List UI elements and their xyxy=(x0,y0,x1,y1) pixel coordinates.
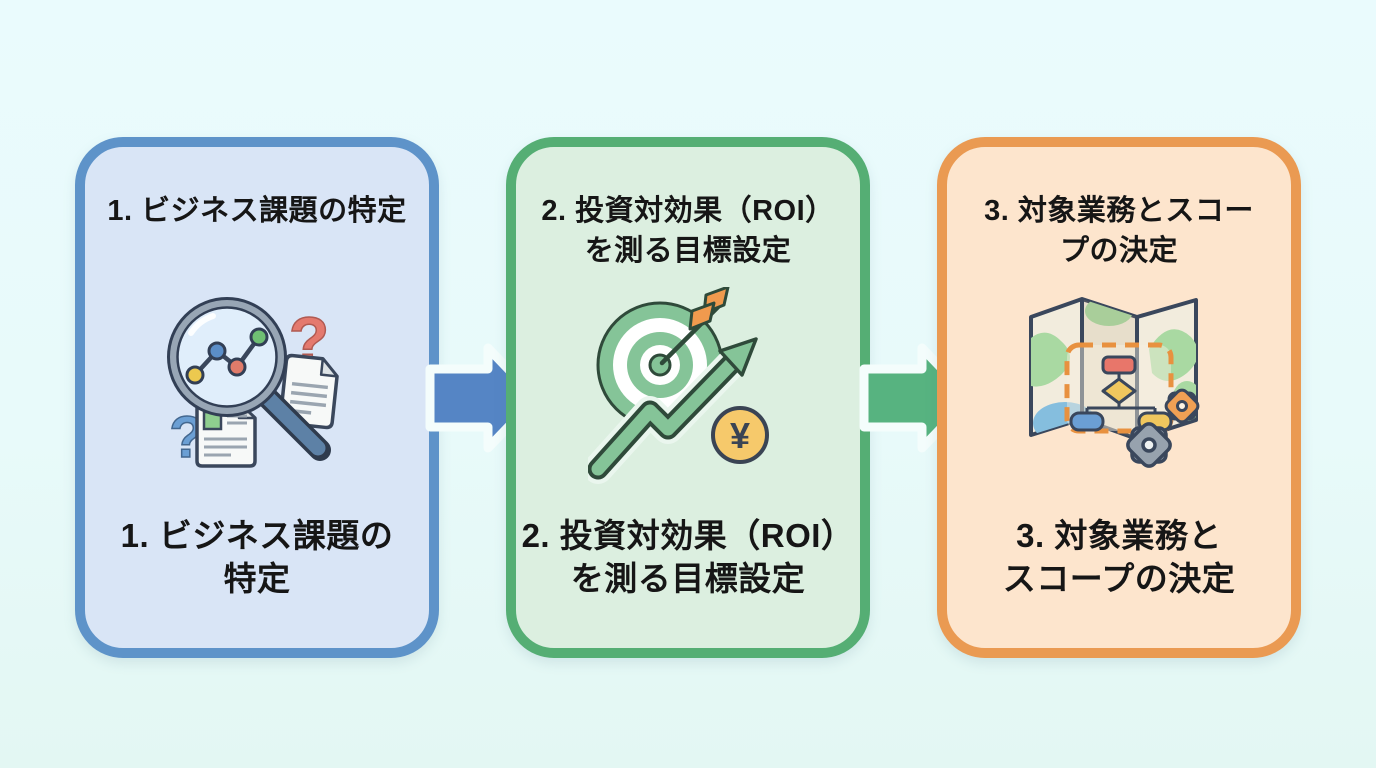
magnifier-chart-analysis-icon: ? ? xyxy=(167,297,339,471)
step-1-title: 1. ビジネス課題の特定 xyxy=(107,195,407,227)
magnifier-handle xyxy=(258,388,331,461)
step-3-title: 3. 対象業務とスコー プの決定 xyxy=(984,195,1254,268)
step-1-card: 1. ビジネス課題の特定 ? ? xyxy=(75,137,439,658)
step-2-caption: 2. 投資対効果（ROI） を測る目標設定 xyxy=(521,517,855,597)
svg-text:¥: ¥ xyxy=(730,415,750,456)
map-scope-gears-icon xyxy=(1029,297,1200,468)
step-2-card: 2. 投資対効果（ROI） を測る目標設定 xyxy=(506,137,870,658)
step-2-title: 2. 投資対効果（ROI） を測る目標設定 xyxy=(541,195,835,268)
step-3-caption: 3. 対象業務と スコープの決定 xyxy=(1002,517,1236,597)
dart-arrow-icon xyxy=(659,287,730,366)
line-chart-icon xyxy=(192,334,262,378)
step-1-caption: 1. ビジネス課題の 特定 xyxy=(120,517,394,597)
step-3-card: 3. 対象業務とスコー プの決定 xyxy=(937,137,1301,658)
gear-icon xyxy=(1164,388,1200,424)
target-roi-growth-icon: ¥ xyxy=(588,287,769,484)
scope-flowchart-icon xyxy=(1064,342,1174,434)
growth-arrow-icon xyxy=(588,337,758,484)
yen-coin-icon: ¥ xyxy=(711,406,769,464)
gear-icon xyxy=(1126,422,1172,468)
magnifier-lens xyxy=(167,297,287,417)
